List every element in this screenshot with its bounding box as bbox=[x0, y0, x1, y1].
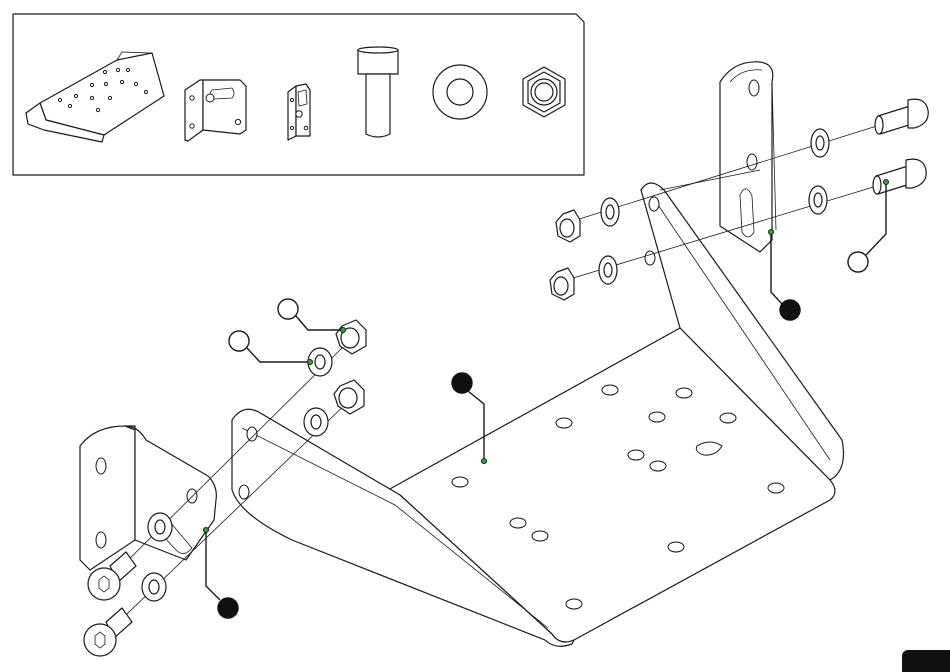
washer-left-3 bbox=[148, 513, 172, 541]
washer-left-4 bbox=[142, 573, 166, 601]
hex-nut-left-2 bbox=[334, 380, 364, 414]
callout-upper-right-bracket bbox=[768, 229, 800, 320]
page-corner-tab bbox=[902, 650, 950, 672]
callout-left-bracket bbox=[203, 527, 238, 618]
large-l-bracket-icon bbox=[185, 80, 246, 141]
bolt-left-2 bbox=[84, 608, 132, 656]
callout-left-washer bbox=[229, 331, 313, 365]
hex-nut-upper-2 bbox=[550, 268, 574, 300]
upper-right-l-bracket bbox=[720, 62, 776, 252]
callout-upper-right-bolt bbox=[848, 179, 889, 272]
washer-left-2 bbox=[304, 408, 328, 436]
washer-upper-2 bbox=[599, 256, 617, 284]
callout-left-nut bbox=[278, 299, 346, 333]
washer-upper-1 bbox=[601, 198, 619, 226]
washer-upper-3 bbox=[811, 129, 829, 157]
parts-inventory-panel bbox=[13, 14, 584, 175]
hex-nut-upper-1 bbox=[556, 210, 580, 242]
small-l-bracket-icon bbox=[288, 84, 310, 140]
bolt-upper-1 bbox=[875, 99, 928, 134]
washer-upper-4 bbox=[809, 186, 827, 214]
washer-icon bbox=[433, 65, 487, 119]
bolt-upper-2 bbox=[873, 159, 926, 194]
left-l-bracket bbox=[80, 426, 216, 570]
